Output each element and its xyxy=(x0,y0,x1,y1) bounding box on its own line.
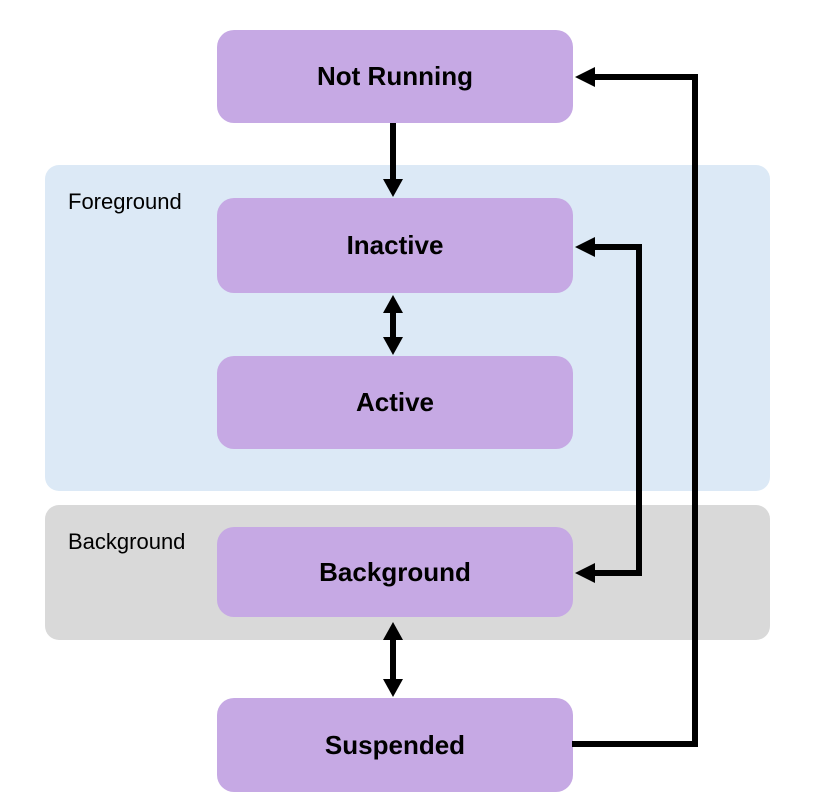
arrowhead-down-icon xyxy=(383,679,403,697)
node-active-label: Active xyxy=(355,387,435,417)
node-not-running: Not Running xyxy=(217,30,573,123)
node-background-label: Background xyxy=(319,556,471,587)
arrowhead-left-icon xyxy=(575,67,595,87)
node-suspended-label: Suspended xyxy=(324,729,466,760)
node-not-running-label: Not Running xyxy=(317,61,473,91)
node-active: Active xyxy=(217,356,573,449)
node-inactive-label: Inactive xyxy=(346,230,444,260)
node-background: Background xyxy=(217,527,573,617)
foreground-region-label: Foreground xyxy=(68,189,182,214)
background-region-label: Background xyxy=(68,529,186,554)
node-suspended: Suspended xyxy=(217,698,573,792)
node-inactive: Inactive xyxy=(217,198,573,293)
